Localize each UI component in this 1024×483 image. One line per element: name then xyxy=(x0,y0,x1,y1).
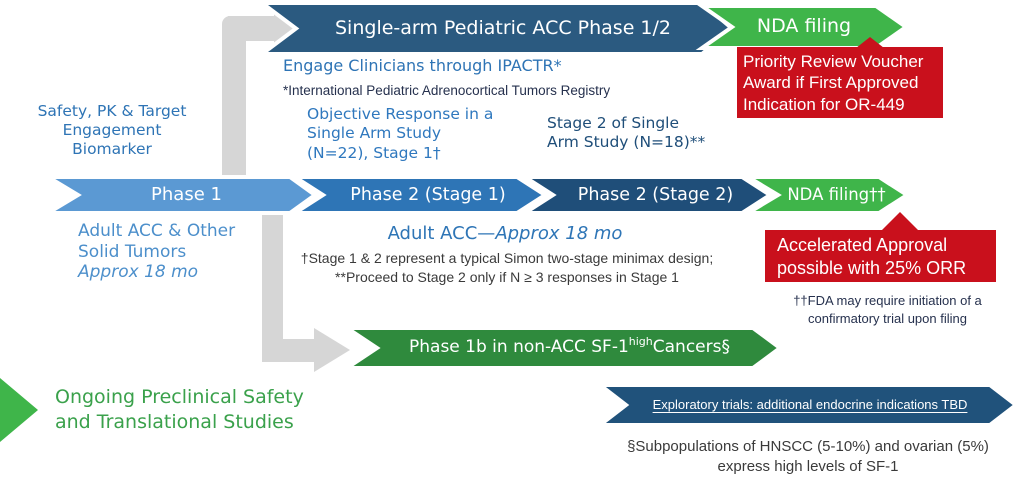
ongoing-arrowhead-icon xyxy=(0,378,38,442)
nda-filing-top-label: NDA filing xyxy=(756,15,852,38)
accelerated-approval-callout: Accelerated Approval possible with 25% O… xyxy=(765,230,996,282)
nda-filing-mid-arrow: NDA filing†† xyxy=(740,175,911,215)
phase1-label: Phase 1 xyxy=(151,183,222,205)
nda-filing-mid-label: NDA filing†† xyxy=(787,185,886,205)
phase2-stage1-arrow: Phase 2 (Stage 1) xyxy=(288,175,549,215)
connector-top-horizontal xyxy=(228,16,276,41)
adult-tumors-duration: Approx 18 mo xyxy=(78,262,199,283)
prv-callout-pointer xyxy=(856,37,884,48)
phase1b-label-suffix: Cancers§ xyxy=(652,337,730,358)
phase1b-label-prefix: Phase 1b in non-ACC SF-1 xyxy=(409,337,629,358)
connector-bottom-horizontal xyxy=(262,339,314,362)
priority-review-voucher-callout: Priority Review Voucher Award if First A… xyxy=(737,47,943,118)
subpopulations-footnote: §Subpopulations of HNSCC (5-10%) and ova… xyxy=(627,438,989,475)
simon-design-footnote: †Stage 1 & 2 represent a typical Simon t… xyxy=(300,250,714,285)
ongoing-studies-text: Ongoing Preclinical Safety and Translati… xyxy=(55,386,304,433)
connector-top-vertical xyxy=(222,16,246,196)
exploratory-trials-arrow: Exploratory trials: additional endocrine… xyxy=(594,383,1020,427)
adult-acc-italic-duration: Approx 18 mo xyxy=(495,223,623,244)
adult-acc-duration-text: Adult ACC—Approx 18 mo xyxy=(330,223,680,244)
engage-clinicians-text: Engage Clinicians through IPACTR* xyxy=(283,56,562,75)
phase2-stage2-label: Phase 2 (Stage 2) xyxy=(577,184,734,205)
exploratory-trials-label: Exploratory trials: additional endocrine… xyxy=(652,397,968,413)
accelerated-callout-pointer xyxy=(881,212,919,231)
ipactr-footnote: *International Pediatric Adrenocortical … xyxy=(283,83,611,98)
objective-response-text: Objective Response in a Single Arm Study… xyxy=(307,105,494,162)
adult-acc-prefix: Adult ACC— xyxy=(387,223,496,244)
fda-confirmatory-footnote: ††FDA may require initiation of a confir… xyxy=(793,293,982,326)
connector-bottom-vertical xyxy=(262,205,283,362)
single-arm-pediatric-arrow: Single-arm Pediatric ACC Phase 1/2 xyxy=(256,1,736,56)
phase1-arrow: Phase 1 xyxy=(40,175,319,215)
adult-tumors-text: Adult ACC & Other Solid Tumors Approx 18… xyxy=(78,221,235,283)
phase2-stage1-label: Phase 2 (Stage 1) xyxy=(350,184,506,205)
adult-tumors-lines: Adult ACC & Other Solid Tumors xyxy=(78,221,236,262)
phase2-stage2-arrow: Phase 2 (Stage 2) xyxy=(518,175,774,215)
connector-bottom-arrowhead-icon xyxy=(314,328,350,372)
phase1b-label-superscript: high xyxy=(628,335,653,349)
safety-biomarker-text: Safety, PK & Target Engagement Biomarker xyxy=(37,102,187,158)
stage2-note-text: Stage 2 of Single Arm Study (N=18)** xyxy=(547,114,706,152)
single-arm-pediatric-label: Single-arm Pediatric ACC Phase 1/2 xyxy=(335,16,671,39)
